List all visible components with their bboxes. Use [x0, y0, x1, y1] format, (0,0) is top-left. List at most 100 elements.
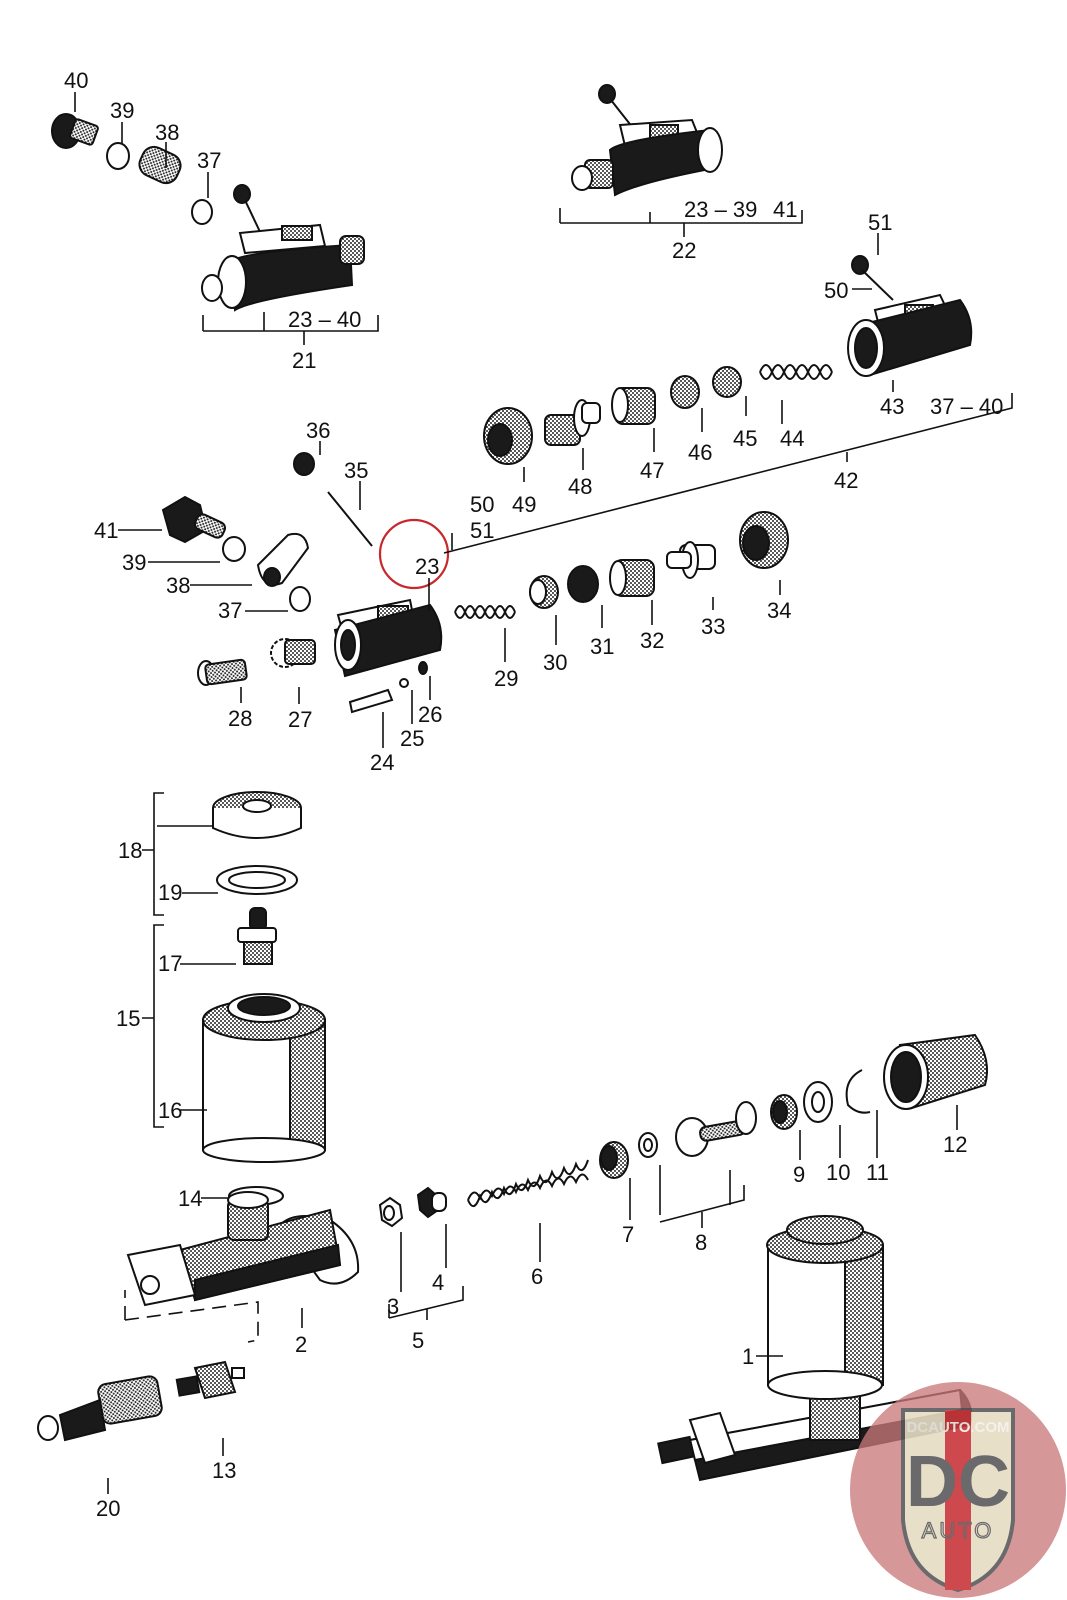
label-39b: 39 [122, 550, 146, 575]
label-37b: 37 [218, 598, 242, 623]
part-labels: 40 39 38 37 23 – 40 21 23 – 39 41 22 51 … [64, 68, 1003, 1521]
part-44-spring [759, 364, 833, 380]
part-31-cup [567, 565, 599, 603]
label-35: 35 [344, 458, 368, 483]
part-8-piston [675, 1101, 757, 1157]
part-37b-washer [289, 586, 311, 612]
label-21: 21 [292, 348, 316, 373]
label-6: 6 [531, 1264, 543, 1289]
part-2-master-cylinder [126, 1191, 360, 1307]
part-26-screw [418, 661, 428, 675]
part-35-bleeder-valve [327, 491, 373, 547]
label-33: 33 [701, 614, 725, 639]
part-12-dust-boot [883, 1033, 988, 1110]
part-46-cup [670, 375, 700, 409]
label-51: 51 [868, 210, 892, 235]
highlight-circle-part-23 [378, 518, 450, 590]
label-48: 48 [568, 474, 592, 499]
label-49: 49 [512, 492, 536, 517]
part-4-fitting [416, 1186, 447, 1219]
label-3: 3 [387, 1294, 399, 1319]
part-38b-banjo-fitting [256, 532, 310, 587]
dcauto-watermark: DCAUTO.COM DC AUTO [850, 1382, 1066, 1598]
label-13: 13 [212, 1458, 236, 1483]
label-44: 44 [780, 426, 804, 451]
label-43: 43 [880, 394, 904, 419]
label-38b: 38 [166, 573, 190, 598]
label-26: 26 [418, 702, 442, 727]
label-36: 36 [306, 418, 330, 443]
label-range-22-41: 41 [773, 197, 797, 222]
label-24: 24 [370, 750, 394, 775]
part-24-lever [348, 688, 394, 714]
part-6-return-spring [467, 1159, 589, 1207]
part-51-bleeder-cap [851, 255, 869, 275]
part-13-stop-light-switch [175, 1360, 245, 1400]
part-50-bleeder-valve [861, 269, 894, 301]
part-47-piston [611, 387, 656, 425]
part-1-master-cylinder-assembly [657, 1215, 973, 1482]
label-14: 14 [178, 1186, 202, 1211]
label-46: 46 [688, 440, 712, 465]
label-37: 37 [197, 148, 221, 173]
part-19-gasket [216, 865, 298, 895]
label-29: 29 [494, 666, 518, 691]
part-38-banjo-fitting [138, 145, 182, 185]
part-29-spring [454, 605, 516, 619]
label-range-42: 37 – 40 [930, 394, 1003, 419]
label-11: 11 [866, 1160, 889, 1185]
part-43-cylinder-housing [847, 293, 973, 377]
label-32: 32 [640, 628, 664, 653]
part-17-strainer [237, 907, 277, 965]
part-40-banjo-bolt [51, 113, 99, 149]
part-49-dust-boot [483, 407, 533, 465]
label-30: 30 [543, 650, 567, 675]
watermark-url: DCAUTO.COM [906, 1419, 1009, 1436]
part-30-cup [529, 575, 559, 609]
part-11-lock-ring [845, 1069, 871, 1114]
label-17: 17 [158, 951, 182, 976]
label-10: 10 [826, 1160, 850, 1185]
part-32-piston [609, 559, 655, 597]
label-5: 5 [412, 1328, 424, 1353]
part-27-adjuster-gear [270, 638, 316, 668]
label-23: 23 [415, 554, 439, 579]
label-45: 45 [733, 426, 757, 451]
label-22: 22 [672, 238, 696, 263]
label-47: 47 [640, 458, 664, 483]
part-3-nut [378, 1196, 404, 1228]
watermark-word: AUTO [922, 1518, 995, 1543]
dashed-connector [124, 1290, 259, 1343]
label-51b: 51 [470, 518, 494, 543]
label-28: 28 [228, 706, 252, 731]
part-45-cup [712, 366, 742, 398]
part-9-secondary-cup [770, 1094, 798, 1130]
label-50b: 50 [470, 492, 494, 517]
label-range-21: 23 – 40 [288, 307, 361, 332]
part-18-reservoir-cap [212, 791, 302, 839]
label-range-22: 23 – 39 [684, 197, 757, 222]
label-8: 8 [695, 1230, 707, 1255]
watermark-initials: DC [906, 1442, 1010, 1522]
label-50: 50 [824, 278, 848, 303]
watermark-stripe [945, 1410, 971, 1590]
part-37-washer [191, 199, 213, 225]
part-39-washer [106, 142, 130, 170]
part-34-dust-boot [739, 511, 789, 569]
part-28-adjuster-screw [197, 658, 248, 686]
part-22-wheel-cylinder [571, 84, 723, 197]
part-33-adjuster-piston [666, 541, 716, 579]
label-41: 41 [94, 518, 118, 543]
label-31: 31 [590, 634, 614, 659]
part-10-stop-washer [803, 1081, 833, 1123]
label-27: 27 [288, 707, 312, 732]
label-19: 19 [158, 880, 182, 905]
label-12: 12 [943, 1132, 967, 1157]
label-39: 39 [110, 98, 134, 123]
part-39b-washer [222, 536, 246, 562]
part-23-cylinder-housing [333, 598, 443, 678]
part-41-adapter [161, 495, 227, 544]
label-16: 16 [158, 1098, 182, 1123]
label-2: 2 [295, 1332, 307, 1357]
